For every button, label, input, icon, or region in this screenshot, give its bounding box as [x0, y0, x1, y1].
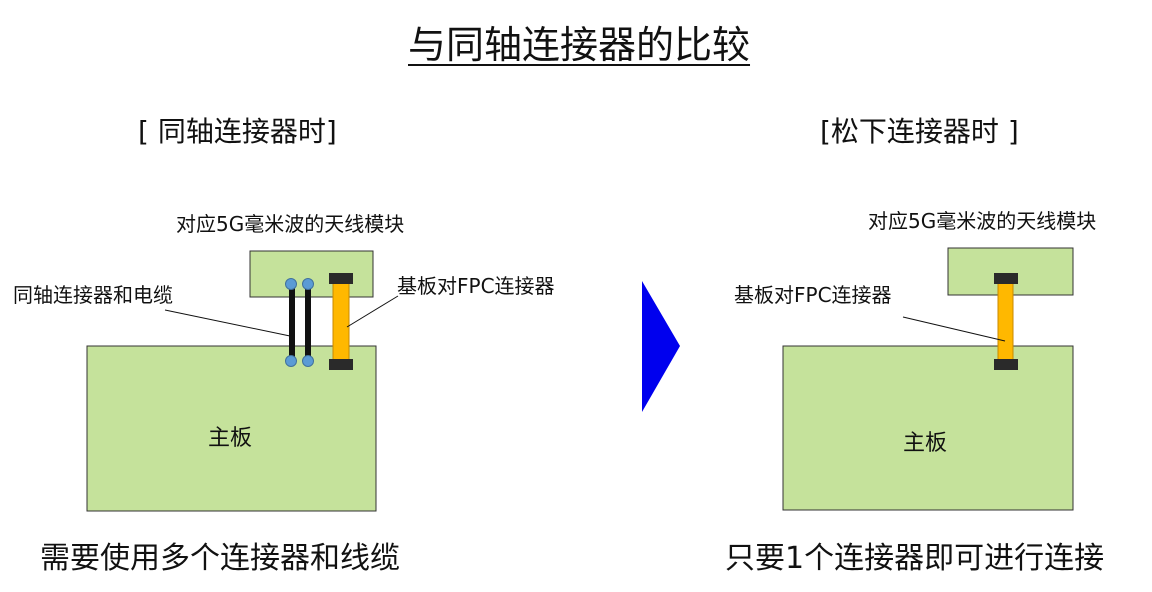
left-caption: 需要使用多个连接器和线缆 [40, 541, 400, 576]
right-fpc-connector-bottom [994, 359, 1018, 370]
right-fpc-connector-top [994, 273, 1018, 284]
right-fpc-label: 基板对FPC连接器 [734, 283, 892, 307]
left-coax-label: 同轴连接器和电缆 [13, 283, 173, 307]
right-fpc-cable [997, 279, 1014, 363]
left-coax-connector-bottom-1 [285, 355, 297, 367]
left-main-board [86, 345, 377, 512]
right-main-board [782, 345, 1074, 511]
left-fpc-connector-top [329, 273, 353, 284]
left-coax-connector-bottom-2 [302, 355, 314, 367]
arrow-right-icon [642, 281, 680, 412]
right-fpc-leader-line [902, 316, 1006, 342]
right-caption: 只要1个连接器即可进行连接 [725, 541, 1105, 576]
left-fpc-cable [332, 279, 350, 363]
right-module-label: 对应5G毫米波的天线模块 [868, 209, 1097, 233]
page-title-text: 与同轴连接器的比较 [408, 23, 751, 67]
left-module-label: 对应5G毫米波的天线模块 [176, 212, 405, 236]
left-coax-leader-line [164, 309, 291, 337]
left-fpc-leader-line [346, 295, 399, 328]
left-heading: [ 同轴连接器时] [138, 115, 337, 148]
left-board-label: 主板 [208, 426, 253, 451]
left-coax-connector-top-1 [285, 278, 297, 290]
right-board-label: 主板 [903, 431, 948, 456]
right-heading: [松下连接器时 ] [820, 115, 1019, 148]
left-antenna-module [249, 250, 374, 298]
left-coax-connector-top-2 [302, 278, 314, 290]
left-fpc-label: 基板对FPC连接器 [397, 274, 555, 298]
left-fpc-connector-bottom [329, 359, 353, 370]
